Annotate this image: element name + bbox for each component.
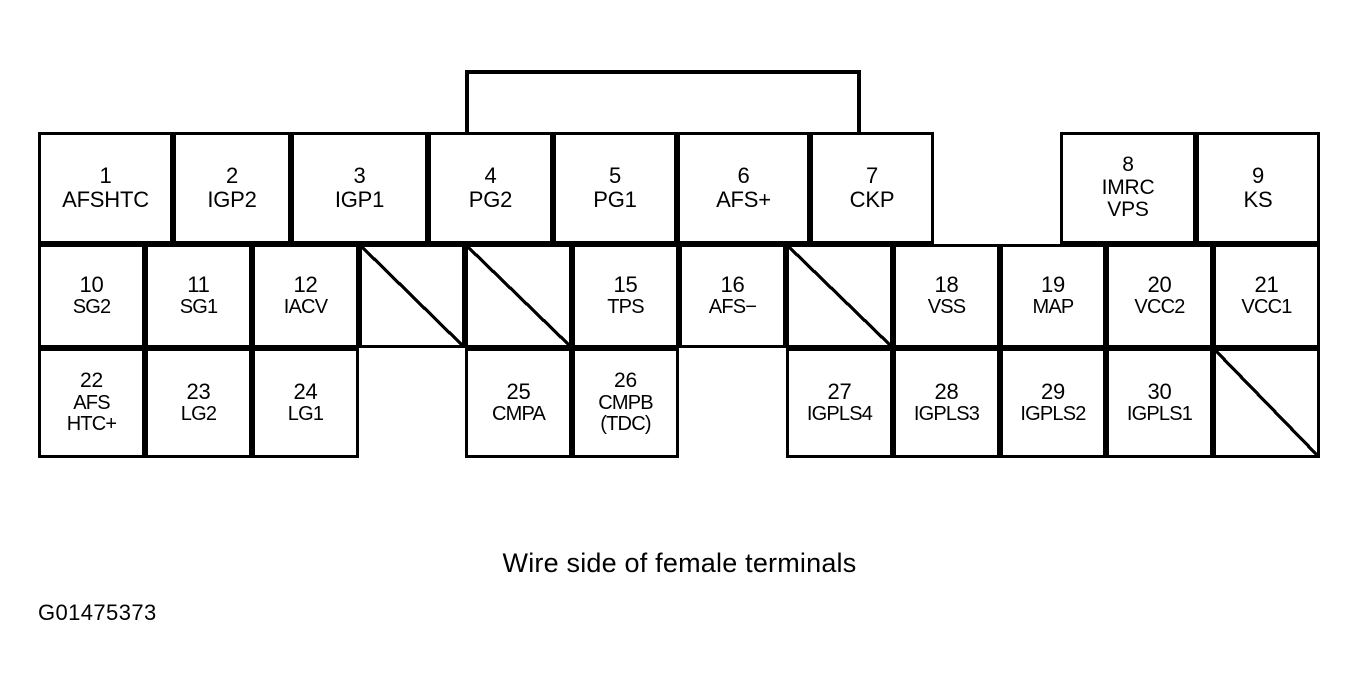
pin-number: 28 <box>934 379 959 405</box>
pin-cell-unused <box>465 244 572 348</box>
pin-number: 26 <box>614 369 637 393</box>
pin-label: SG2 <box>72 296 111 319</box>
pin-number: 19 <box>1040 272 1066 298</box>
pin-label-secondary: VPS <box>1107 198 1149 222</box>
pin-number: 21 <box>1254 272 1279 298</box>
pin-number: 4 <box>484 163 497 189</box>
pin-number: 6 <box>737 163 750 189</box>
pin-number: 29 <box>1040 379 1066 405</box>
pin-label: IACV <box>283 296 328 319</box>
pin-label: IGP2 <box>207 187 257 212</box>
pin-label: VCC2 <box>1134 296 1185 319</box>
pin-label: LG2 <box>180 403 217 426</box>
pin-label: VCC1 <box>1241 296 1292 319</box>
pin-number: 30 <box>1147 379 1172 405</box>
pin-number: 16 <box>720 272 745 298</box>
pin-number: 12 <box>293 272 318 298</box>
pin-label: PG2 <box>468 187 513 212</box>
pin-label: AFS <box>73 391 110 414</box>
pin-number: 11 <box>187 272 210 298</box>
pin-label-secondary: (TDC) <box>600 413 651 436</box>
pin-label: TPS <box>607 296 644 319</box>
pin-number: 9 <box>1251 163 1265 189</box>
pin-label: IGPLS3 <box>913 403 980 426</box>
locking-tab-icon <box>465 70 861 132</box>
pin-label: KS <box>1243 187 1273 212</box>
pin-label: SG1 <box>179 296 218 319</box>
pin-label: AFSHTC <box>62 187 149 212</box>
reference-code: G01475373 <box>38 600 157 625</box>
pin-number: 24 <box>293 379 318 405</box>
pin-cell-unused <box>359 244 465 348</box>
pin-label: CKP <box>849 187 895 212</box>
pin-cell-unused <box>786 244 893 348</box>
pin-label: AFS− <box>708 296 757 319</box>
pin-number: 25 <box>506 379 531 405</box>
pin-number: 20 <box>1147 272 1172 298</box>
pin-label: MAP <box>1032 296 1075 319</box>
pin-number: 5 <box>608 163 622 189</box>
pin-slot-empty <box>934 132 1060 244</box>
pin-label: IGPLS4 <box>806 403 873 426</box>
pin-label: IGPLS1 <box>1126 403 1193 426</box>
pin-label: IGP1 <box>334 187 385 212</box>
pin-number: 3 <box>353 163 366 189</box>
diagram-caption: Wire side of female terminals <box>502 548 857 578</box>
pin-label: CMPB <box>598 391 653 414</box>
pin-number: 23 <box>186 379 211 405</box>
pin-number: 2 <box>225 163 239 189</box>
pin-number: 22 <box>80 369 103 393</box>
pin-number: 8 <box>1122 152 1134 176</box>
pin-label: IMRC <box>1101 175 1155 199</box>
pin-label: CMPA <box>491 403 546 426</box>
pin-label: LG1 <box>287 403 324 426</box>
pin-slot-empty <box>679 348 786 458</box>
pin-number: 7 <box>865 163 879 189</box>
pin-label-secondary: HTC+ <box>66 413 117 436</box>
pin-label: AFS+ <box>716 187 771 212</box>
pin-number: 27 <box>827 379 852 405</box>
pin-slot-empty <box>359 348 465 458</box>
pin-cell-unused <box>1213 348 1320 458</box>
pin-label: VSS <box>927 296 966 319</box>
pin-number: 10 <box>79 272 104 298</box>
pin-number: 1 <box>99 163 112 189</box>
pin-label: IGPLS2 <box>1020 403 1086 426</box>
pin-number: 15 <box>613 272 638 298</box>
pin-number: 18 <box>934 272 959 298</box>
pin-label: PG1 <box>593 187 637 212</box>
